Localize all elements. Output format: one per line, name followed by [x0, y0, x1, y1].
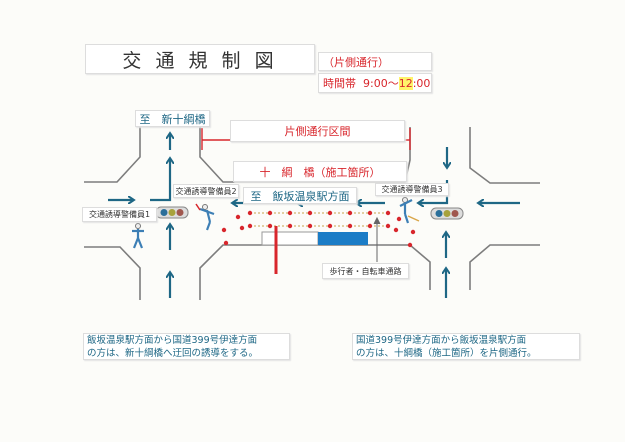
note-right-line-1: 国道399号伊達方面から飯坂温泉駅方面: [356, 334, 527, 346]
note-left-line-2: の方は、新十綱橋へ迂回の誘導をする。: [87, 347, 259, 359]
label-to-iizaka: 至 飯坂温泉駅方面: [243, 187, 357, 204]
note-right: 国道399号伊達方面から飯坂温泉駅方面 の方は、十綱橋（施工箇所）を片側通行。: [352, 333, 580, 360]
traffic-cones: [221, 210, 416, 248]
label-guard-1: 交通誘導警備員1: [82, 207, 157, 222]
traffic-light-icon: [155, 206, 189, 219]
time-start: 9:00: [363, 76, 388, 90]
label-pedestrian-path: 歩行者・自転車通路: [322, 263, 409, 279]
construction-area: [261, 226, 368, 274]
note-right-line-2: の方は、十綱橋（施工箇所）を片側通行。: [356, 347, 537, 359]
label-one-lane-section: 片側通行区間: [230, 120, 405, 142]
time-sep: ～: [387, 77, 399, 90]
guard-figure-icon: [132, 223, 144, 249]
time-end-min: :00: [412, 76, 431, 90]
guard-figure-icon: [195, 203, 215, 231]
traffic-light-icon: [430, 207, 464, 220]
pedestrian-path-pointer: [373, 216, 381, 262]
time-label: 時間帯: [323, 77, 356, 90]
page-title: 交 通 規 制 図: [85, 44, 315, 74]
guard-figure-icon: [399, 197, 420, 224]
note-left: 飯坂温泉駅方面から国道399号伊達方面 の方は、新十綱橋へ迂回の誘導をする。: [83, 333, 290, 360]
label-guard-3: 交通誘導警備員3: [375, 183, 449, 196]
label-bridge-construction: 十 綱 橋（施工箇所）: [233, 161, 407, 182]
time-end-hour: 12: [398, 76, 413, 90]
time-window: 時間帯 9:00～12:00: [318, 73, 432, 93]
label-guard-2: 交通誘導警備員2: [173, 184, 239, 198]
regulation-mode: （片側通行）: [318, 52, 432, 71]
label-to-shin-tsunabashi: 至 新十綱橋: [135, 110, 210, 127]
note-left-line-1: 飯坂温泉駅方面から国道399号伊達方面: [87, 334, 258, 346]
one-lane-bracket: [201, 128, 411, 150]
arrow-turn-up-icon: [150, 158, 170, 202]
